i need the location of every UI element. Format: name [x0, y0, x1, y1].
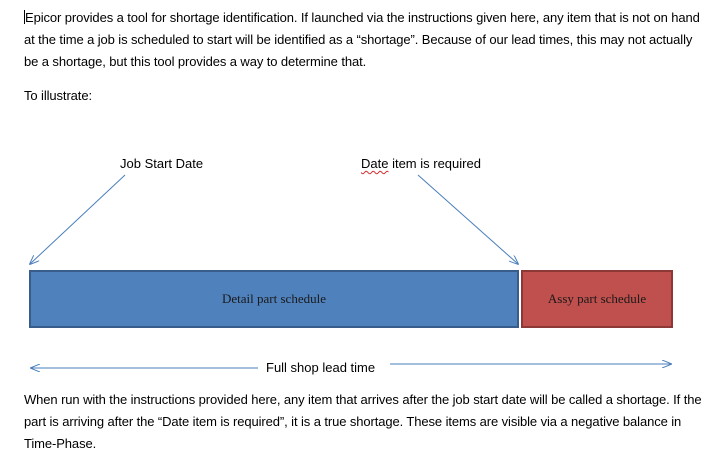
full-shop-lead-time-label: Full shop lead time — [266, 360, 376, 375]
assy-bar-label: Assy part schedule — [547, 291, 647, 306]
intro-paragraph: Epicor provides a tool for shortage iden… — [24, 7, 704, 73]
detail-bar-label: Detail part schedule — [222, 291, 326, 306]
text-cursor — [24, 10, 25, 24]
date-required-rest: item is required — [388, 156, 481, 171]
detail-part-schedule-bar: Detail part schedule — [29, 270, 519, 328]
job-start-date-label: Job Start Date — [120, 156, 204, 171]
assy-part-schedule-bar: Assy part schedule — [521, 270, 673, 328]
closing-paragraph: When run with the instructions provided … — [24, 392, 702, 451]
date-required-arrow — [417, 174, 518, 264]
date-word: Date — [361, 156, 389, 171]
intro-text: Epicor provides a tool for shortage iden… — [24, 10, 700, 69]
date-required-label: Date item is required — [361, 156, 481, 171]
illustrate-line: To illustrate: — [24, 88, 92, 103]
job-start-arrow — [30, 174, 126, 264]
